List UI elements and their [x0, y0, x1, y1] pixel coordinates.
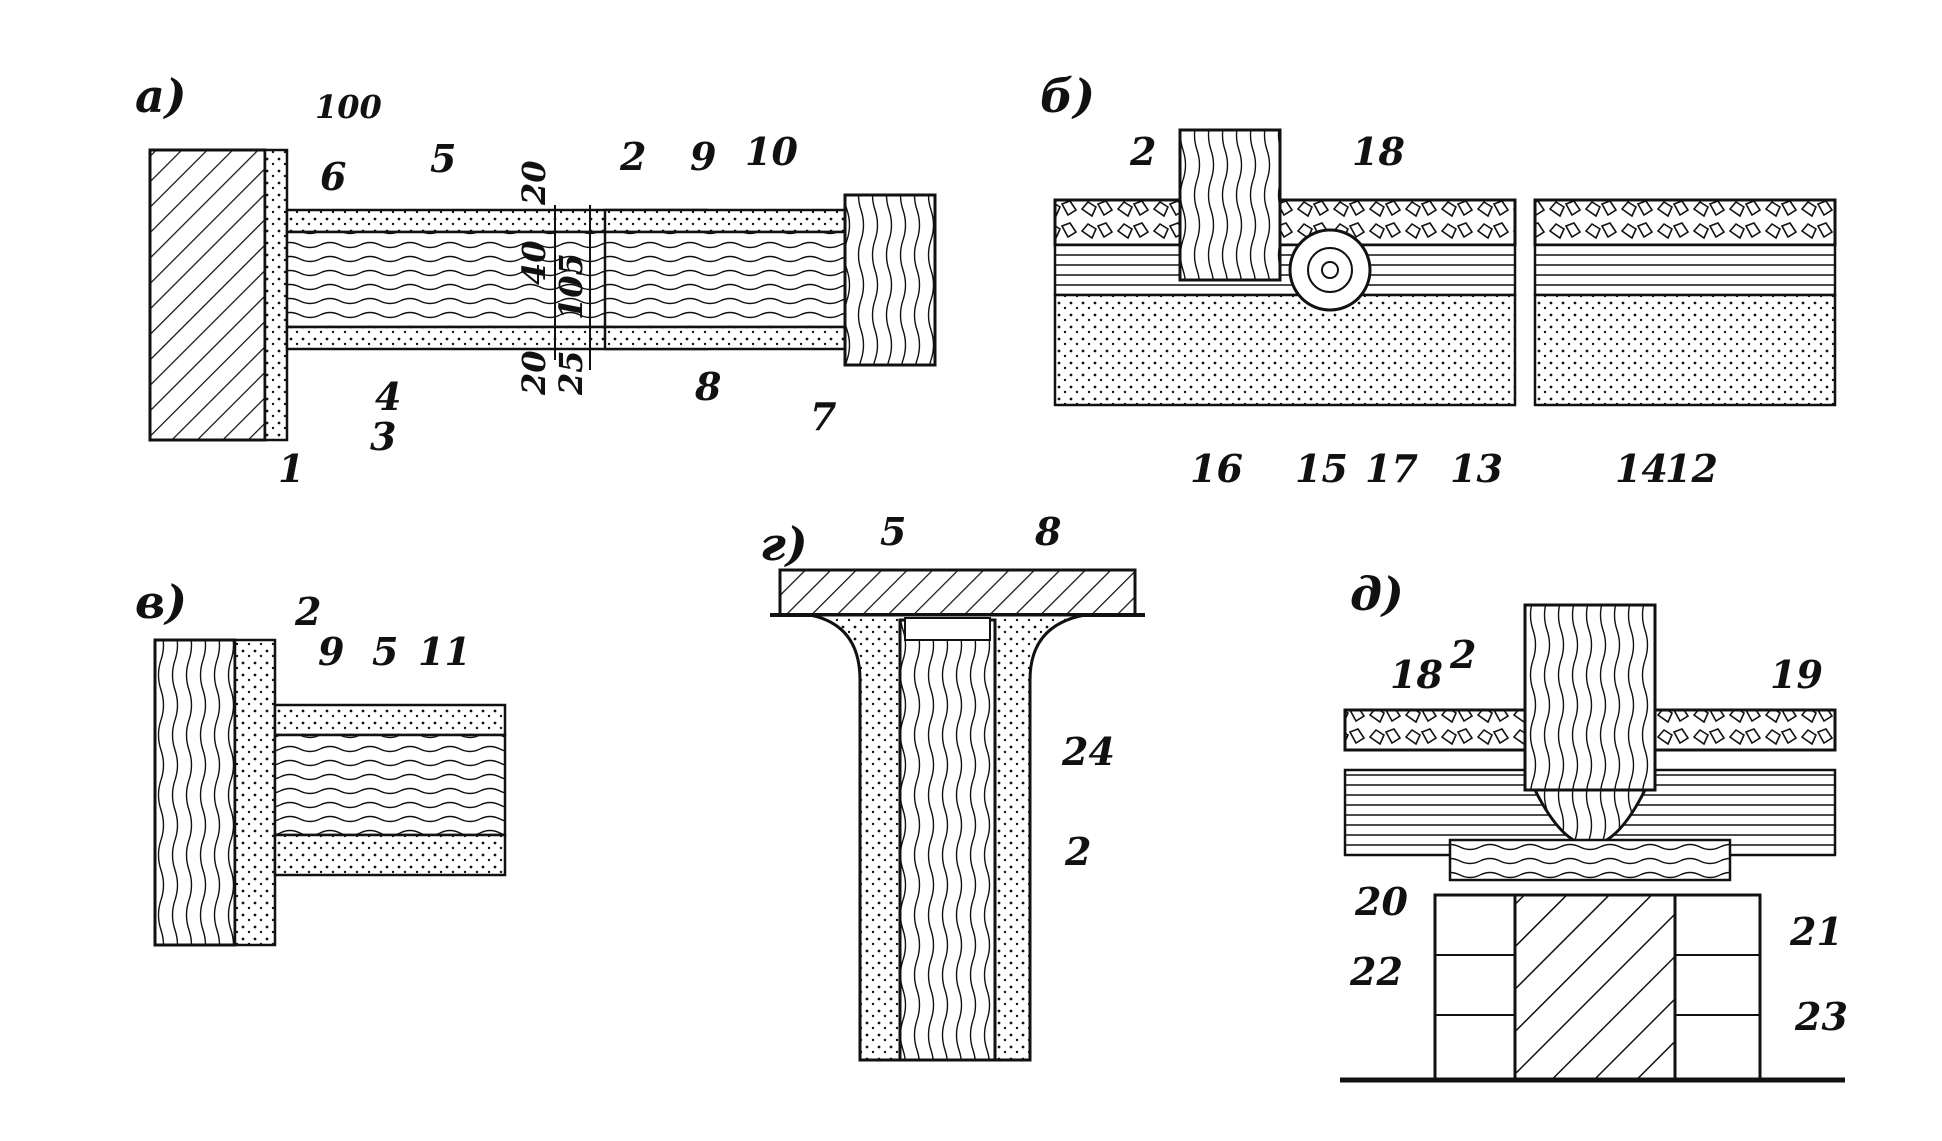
- vertical-plaster: [233, 638, 277, 947]
- callout-b-2: 2: [1129, 129, 1156, 174]
- end-beam: [843, 193, 937, 367]
- panel-label-d: д): [1350, 567, 1404, 621]
- floor-boards-left: [1053, 243, 1517, 297]
- callout-v-9: 9: [318, 629, 344, 674]
- panel-label-g: г): [760, 517, 808, 571]
- callout-9: 9: [690, 134, 716, 179]
- panel-d: д) 2 18 19 20 21 22 23: [1340, 567, 1848, 1083]
- lower-slab-left: [1053, 293, 1517, 407]
- bearing-plank: [1448, 838, 1732, 882]
- lower-slab-right: [1533, 293, 1837, 407]
- callout-g-24: 24: [1061, 729, 1115, 774]
- callout-2: 2: [619, 134, 646, 179]
- callout-5: 5: [430, 136, 456, 181]
- branch-bottom-slab: [273, 833, 507, 877]
- plaster-layer: [263, 148, 289, 442]
- panel-a: а) 100 20 40 105 20 25 1 2 3 4 5 6 7 8 9: [135, 69, 937, 491]
- right-timber-core: [603, 230, 847, 329]
- timber-post: [1523, 603, 1657, 792]
- column-cap-pad: [904, 617, 991, 641]
- right-bottom-slab: [603, 325, 847, 351]
- dim-105: 105: [552, 253, 590, 320]
- dim-20-bottom: 20: [515, 350, 553, 396]
- fill-layer-right: [1533, 198, 1837, 247]
- callout-b-16: 16: [1190, 446, 1243, 491]
- log-section: [1288, 228, 1372, 312]
- callout-g-8: 8: [1034, 509, 1061, 554]
- panel-label-v: в): [135, 575, 187, 629]
- callout-b-13: 13: [1450, 446, 1503, 491]
- callout-b-12: 12: [1665, 446, 1718, 491]
- timber-column: [898, 618, 997, 1062]
- panel-v: в) 2 5 9 11: [135, 575, 507, 947]
- callout-d-20: 20: [1354, 879, 1408, 924]
- panel-b: б) 2 12 13 14 15 16 17 18: [1040, 69, 1837, 491]
- dim-40: 40: [515, 240, 553, 285]
- callout-b-15: 15: [1295, 446, 1348, 491]
- dim-20-top: 20: [515, 160, 553, 206]
- callout-g-2: 2: [1064, 829, 1091, 874]
- callout-v-11: 11: [418, 629, 471, 674]
- post: [1178, 128, 1282, 282]
- callout-3: 3: [370, 414, 396, 459]
- callout-7: 7: [810, 394, 836, 439]
- callout-g-5: 5: [880, 509, 906, 554]
- branch-timber: [273, 733, 507, 837]
- right-top-slab: [603, 208, 847, 234]
- floor-boards-right: [1533, 243, 1837, 297]
- callout-1: 1: [278, 446, 304, 491]
- callout-4: 4: [375, 374, 401, 419]
- panel-g: г) 5 8 24 2: [760, 509, 1145, 1062]
- callout-8: 8: [694, 364, 721, 409]
- callout-v-2: 2: [294, 589, 321, 634]
- masonry-wall: [148, 148, 267, 442]
- callout-b-14: 14: [1615, 446, 1668, 491]
- ceiling-slab: [778, 568, 1137, 617]
- callout-b-18: 18: [1352, 129, 1405, 174]
- fill-layer-left: [1053, 198, 1517, 247]
- callout-v-5: 5: [372, 629, 398, 674]
- branch-top-slab: [273, 703, 507, 737]
- callout-d-22: 22: [1349, 949, 1403, 994]
- vertical-post: [153, 638, 237, 947]
- callout-d-2: 2: [1449, 632, 1476, 677]
- callout-10: 10: [745, 129, 798, 174]
- callout-6: 6: [320, 154, 346, 199]
- callout-b-17: 17: [1365, 446, 1418, 491]
- callout-d-23: 23: [1794, 994, 1848, 1039]
- panel-label-a: а): [135, 69, 187, 123]
- callout-d-19: 19: [1770, 652, 1823, 697]
- dim-25: 25: [552, 350, 590, 396]
- panel-label-b: б): [1040, 69, 1095, 123]
- callout-d-21: 21: [1789, 909, 1843, 954]
- pedestal-core: [1513, 893, 1677, 1082]
- dim-100: 100: [315, 88, 382, 126]
- callout-d-18: 18: [1390, 652, 1443, 697]
